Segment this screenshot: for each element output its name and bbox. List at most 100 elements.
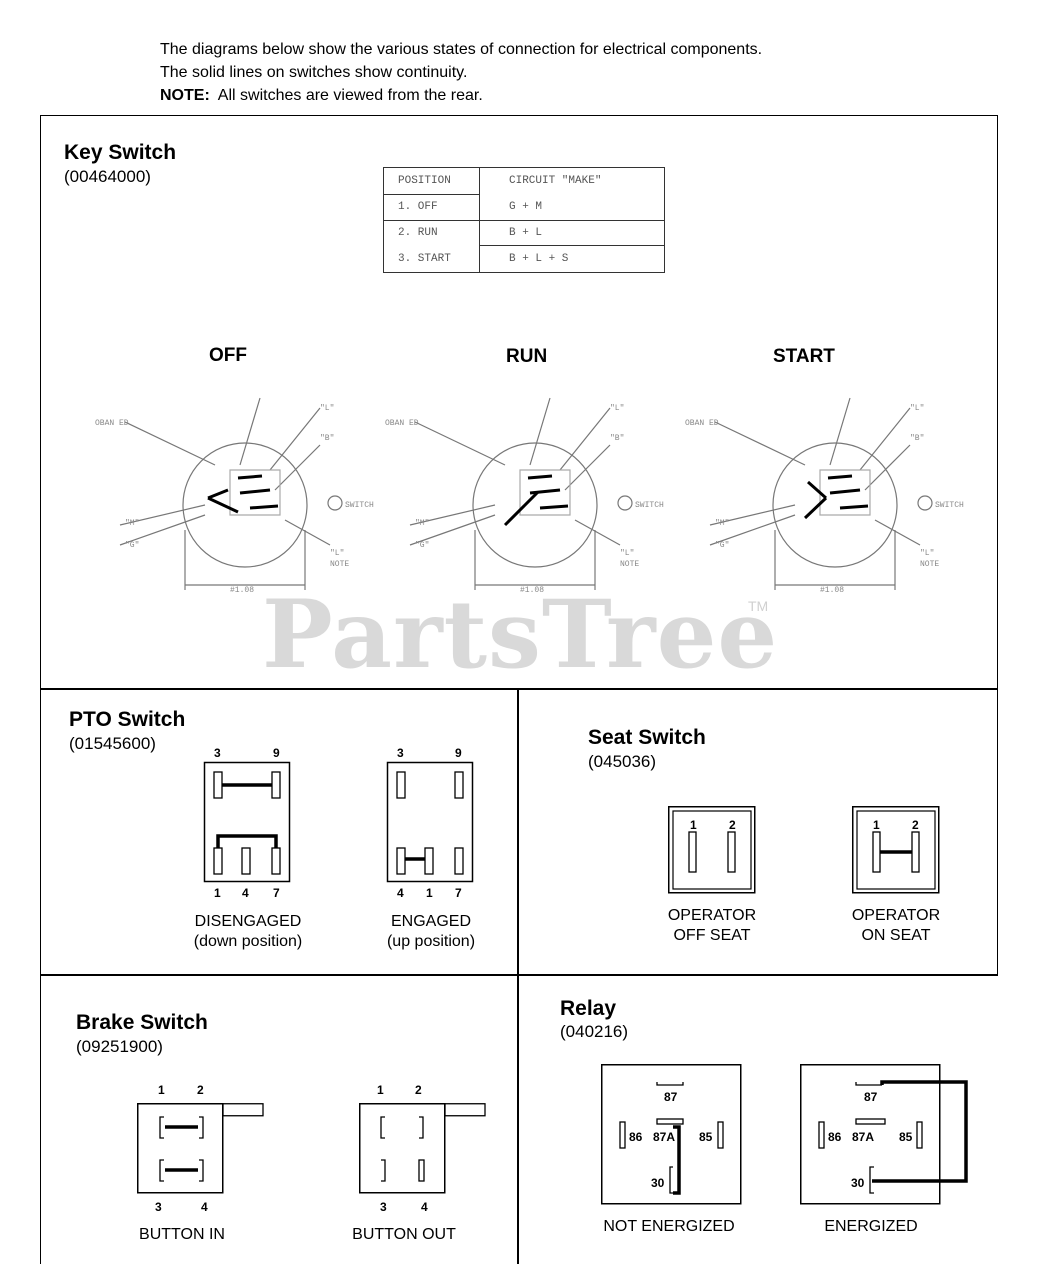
seat-on-label: OPERATOR ON SEAT bbox=[836, 906, 956, 946]
seat-switch-panel bbox=[517, 688, 998, 976]
svg-text:#1.08: #1.08 bbox=[230, 586, 254, 595]
relay-terminal-label: 85 bbox=[699, 1130, 713, 1144]
table-cell-circuit: G + M bbox=[509, 201, 543, 213]
pin-label: 4 bbox=[421, 1200, 428, 1214]
relay-energized-label: ENERGIZED bbox=[824, 1218, 918, 1235]
pin-label: 2 bbox=[729, 818, 736, 832]
svg-text:"B": "B" bbox=[610, 434, 624, 443]
table-row: 2. RUN B + L bbox=[384, 220, 664, 245]
svg-text:"L": "L" bbox=[910, 404, 924, 413]
pin-label: 1 bbox=[426, 886, 433, 900]
table-header-row: POSITION CIRCUIT "MAKE" bbox=[384, 168, 664, 193]
pin-label: 7 bbox=[455, 886, 462, 900]
svg-text:"L": "L" bbox=[610, 404, 624, 413]
relay-terminal-label: 87A bbox=[852, 1130, 875, 1144]
table-header-circuit: CIRCUIT "MAKE" bbox=[509, 175, 602, 187]
pin-label: 1 bbox=[377, 1083, 384, 1097]
pin-label: 1 bbox=[158, 1083, 165, 1097]
state-sublabel: OFF SEAT bbox=[673, 927, 751, 944]
seat-off-diagram bbox=[668, 806, 756, 894]
key-switch-circuit-table: POSITION CIRCUIT "MAKE" 1. OFF G + M 2. … bbox=[383, 167, 665, 273]
note-text: All switches are viewed from the rear. bbox=[217, 87, 483, 104]
pin-label: 4 bbox=[201, 1200, 208, 1214]
relay-not-energized-label: NOT ENERGIZED bbox=[603, 1218, 735, 1235]
brake-button-out-label: BUTTON OUT bbox=[352, 1226, 456, 1243]
svg-text:NOTE: NOTE bbox=[920, 560, 939, 569]
svg-text:"G": "G" bbox=[715, 541, 729, 550]
key-position-run-title: RUN bbox=[506, 346, 548, 367]
svg-text:OBAN ED: OBAN ED bbox=[385, 419, 419, 428]
svg-text:NOTE: NOTE bbox=[620, 560, 639, 569]
svg-text:#1.08: #1.08 bbox=[820, 586, 844, 595]
relay-terminal-label: 86 bbox=[629, 1130, 643, 1144]
relay-terminal-label: 30 bbox=[851, 1176, 865, 1190]
pto-disengaged-label: DISENGAGED (down position) bbox=[180, 912, 316, 952]
svg-text:SWITCH: SWITCH bbox=[345, 501, 374, 510]
svg-text:OBAN ED: OBAN ED bbox=[685, 419, 719, 428]
state-label: DISENGAGED bbox=[194, 913, 302, 930]
key-switch-part-number: (00464000) bbox=[64, 167, 151, 186]
brake-button-in-diagram bbox=[137, 1103, 264, 1194]
table-cell-position: 3. START bbox=[398, 253, 451, 265]
table-cell-position: 2. RUN bbox=[398, 227, 438, 239]
svg-text:"M": "M" bbox=[415, 519, 429, 528]
trademark-mark: TM bbox=[748, 598, 769, 614]
state-label: OPERATOR bbox=[851, 907, 941, 924]
key-switch-run-diagram: OBAN ED "M" "G" SWITCH "L" NOTE #1.08 "B" "L" bbox=[385, 397, 664, 595]
seat-on-diagram bbox=[852, 806, 940, 894]
svg-text:"L": "L" bbox=[920, 549, 934, 558]
table-rule bbox=[384, 220, 664, 221]
key-switch-title: Key Switch bbox=[64, 141, 177, 164]
pto-switch-part-number: (01545600) bbox=[69, 734, 156, 753]
table-rule bbox=[479, 245, 664, 246]
pto-engaged-diagram bbox=[386, 761, 474, 883]
pin-label: 3 bbox=[214, 746, 221, 760]
note-label: NOTE: bbox=[160, 87, 210, 104]
pin-label: 3 bbox=[380, 1200, 387, 1214]
state-sublabel: ON SEAT bbox=[861, 927, 931, 944]
pin-label: 4 bbox=[242, 886, 249, 900]
pto-switch-title: PTO Switch bbox=[69, 708, 186, 731]
intro-line-2: The solid lines on switches show continu… bbox=[160, 64, 468, 81]
table-cell-circuit: B + L + S bbox=[509, 253, 569, 265]
svg-text:"L": "L" bbox=[620, 549, 634, 558]
relay-panel bbox=[517, 974, 998, 1264]
pin-label: 1 bbox=[690, 818, 697, 832]
table-rule bbox=[384, 194, 479, 195]
relay-terminal-label: 86 bbox=[828, 1130, 842, 1144]
relay-title: Relay bbox=[560, 997, 617, 1020]
key-position-off-title: OFF bbox=[209, 345, 247, 366]
svg-text:"M": "M" bbox=[715, 519, 729, 528]
pin-label: 7 bbox=[273, 886, 280, 900]
pto-switch-panel bbox=[40, 688, 519, 976]
table-row: 1. OFF G + M bbox=[384, 194, 664, 219]
key-switch-off-diagram: OBAN ED"M""G" SWITCH"L"NOTE #1.08"B""L" bbox=[95, 397, 374, 595]
brake-switch-panel bbox=[40, 974, 519, 1264]
relay-terminal-label: 87 bbox=[664, 1090, 678, 1104]
pin-label: 1 bbox=[873, 818, 880, 832]
pto-engaged-label: ENGAGED (up position) bbox=[366, 912, 496, 952]
seat-off-label: OPERATOR OFF SEAT bbox=[652, 906, 772, 946]
svg-text:"L": "L" bbox=[330, 549, 344, 558]
svg-text:SWITCH: SWITCH bbox=[935, 501, 964, 510]
brake-switch-title: Brake Switch bbox=[76, 1011, 208, 1034]
intro-note: NOTE: All switches are viewed from the r… bbox=[160, 84, 762, 107]
brake-button-in-label: BUTTON IN bbox=[139, 1226, 225, 1243]
table-cell-position: 1. OFF bbox=[398, 201, 438, 213]
pin-label: 4 bbox=[397, 886, 404, 900]
state-sublabel: (down position) bbox=[193, 933, 303, 950]
svg-text:"L": "L" bbox=[320, 404, 334, 413]
relay-part-number: (040216) bbox=[560, 1022, 629, 1041]
svg-text:OBAN ED: OBAN ED bbox=[95, 419, 129, 428]
svg-text:"G": "G" bbox=[125, 541, 139, 550]
table-row: 3. START B + L + S bbox=[384, 246, 664, 271]
svg-text:#1.08: #1.08 bbox=[520, 586, 544, 595]
svg-text:"B": "B" bbox=[320, 434, 334, 443]
svg-text:"G": "G" bbox=[415, 541, 429, 550]
pin-label: 9 bbox=[455, 746, 462, 760]
partstree-watermark: PartsTree bbox=[262, 580, 779, 690]
intro-text: The diagrams below show the various stat… bbox=[160, 38, 762, 107]
svg-text:SWITCH: SWITCH bbox=[635, 501, 664, 510]
relay-terminal-label: 87A bbox=[653, 1130, 676, 1144]
key-switch-start-diagram: OBAN ED"M""G" SWITCH"L"NOTE #1.08"B""L" bbox=[685, 397, 964, 595]
